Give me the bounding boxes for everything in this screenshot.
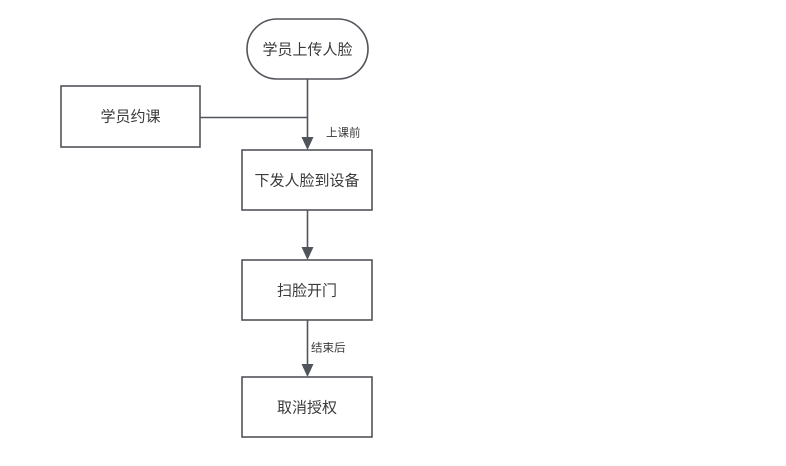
edge-label-after-end: 结束后	[311, 341, 346, 355]
node-upload-face[interactable]: 学员上传人脸	[246, 18, 369, 80]
edge-upload-to-push: 上课前	[301, 79, 361, 150]
edge-push-to-scan	[301, 210, 314, 260]
node-shape-book-class[interactable]	[60, 85, 201, 148]
node-cancel-auth[interactable]: 取消授权	[241, 376, 373, 438]
node-shape-scan-open-door[interactable]	[241, 259, 373, 321]
node-push-face-device[interactable]: 下发人脸到设备	[241, 149, 373, 211]
edge-group: 上课前 结束后	[200, 79, 361, 377]
node-label-upload-face: 学员上传人脸	[262, 41, 352, 59]
arrow-head-push-to-scan	[301, 247, 314, 260]
arrow-head-scan-to-cancel	[301, 364, 314, 377]
edge-scan-to-cancel: 结束后	[301, 320, 346, 377]
node-label-scan-open-door: 扫脸开门	[277, 282, 337, 300]
node-label-cancel-auth: 取消授权	[277, 399, 337, 417]
node-shape-upload-face[interactable]	[246, 18, 369, 80]
node-book-class[interactable]: 学员约课	[60, 85, 201, 148]
node-shape-push-face-device[interactable]	[241, 149, 373, 211]
arrow-head-upload-to-push	[301, 137, 314, 150]
node-group: 学员上传人脸 学员约课 下发人脸到设备 扫脸开门 取消授权	[60, 18, 373, 438]
node-scan-open-door[interactable]: 扫脸开门	[241, 259, 373, 321]
node-label-book-class: 学员约课	[100, 108, 160, 126]
edge-label-before-class: 上课前	[326, 126, 361, 140]
node-label-push-face-device: 下发人脸到设备	[254, 172, 359, 190]
node-shape-cancel-auth[interactable]	[241, 376, 373, 438]
